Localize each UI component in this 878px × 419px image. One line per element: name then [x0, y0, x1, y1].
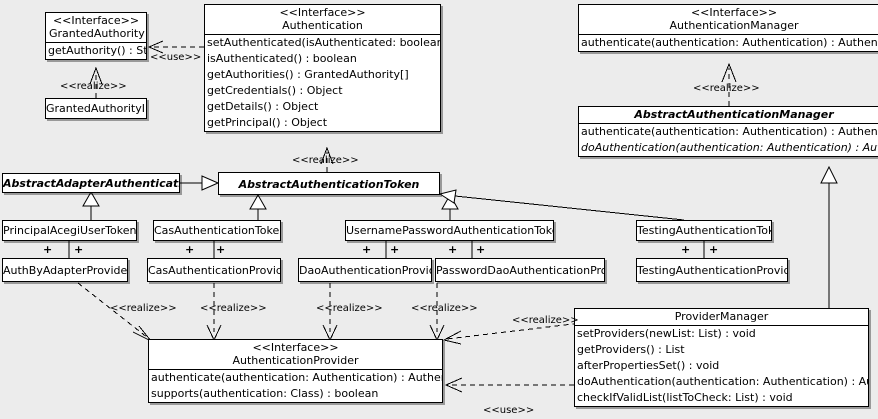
class-header: ProviderManager [575, 309, 868, 325]
edge-label-realize-passworddaoauthenticationprovider: <<realize>> [411, 303, 478, 314]
edge-label-use-authentication-grantedauthority: <<use>> [150, 52, 202, 63]
method-item: supports(authentication: Class) : boolea… [151, 387, 379, 400]
class-name: GrantedAuthorityImpl [46, 102, 146, 115]
class-header: <<Interface>> Authentication [205, 5, 440, 34]
association-plus-marker: + [681, 243, 691, 256]
class-name: CasAuthenticationProvider [148, 264, 281, 277]
edge-label-realize-grantedauthorityimpl: <<realize>> [60, 81, 127, 92]
association-plus-marker: + [74, 243, 84, 256]
method-item: authenticate(authentication: Authenticat… [581, 125, 878, 138]
association-plus-marker: + [709, 243, 719, 256]
method-item: authenticate(authentication: Authenticat… [581, 36, 878, 49]
class-name: AbstractAdapterAuthenticationToken [3, 177, 179, 190]
class-header: <<Interface>> AuthenticationManager [579, 5, 878, 34]
method-item: getDetails() : Object [207, 100, 319, 113]
class-cas-authentication-token[interactable]: CasAuthenticationToken [153, 220, 281, 241]
class-principal-acegi-user-token[interactable]: PrincipalAcegiUserToken [2, 220, 137, 241]
class-name: AuthenticationProvider [232, 354, 359, 367]
class-abstract-authentication-manager[interactable]: AbstractAuthenticationManager authentica… [578, 106, 878, 157]
stereotype-label: <<Interface>> [279, 6, 366, 19]
class-name: AbstractAuthenticationManager [634, 108, 834, 121]
class-name: PrincipalAcegiUserToken [3, 224, 137, 237]
class-testing-authentication-token[interactable]: TestingAuthenticationToken [636, 220, 772, 241]
edge-label-realize-abstractauthenticationmanager: <<realize>> [693, 83, 760, 94]
association-plus-marker: + [43, 243, 53, 256]
methods-compartment: setAuthenticated(isAuthenticated: boolea… [205, 34, 440, 131]
association-plus-marker: + [216, 243, 226, 256]
class-provider-manager[interactable]: ProviderManager setProviders(newList: Li… [574, 308, 869, 407]
class-name: TestingAuthenticationProvider [637, 264, 788, 277]
association-plus-marker: + [390, 243, 400, 256]
method-item: authenticate(authentication: Authenticat… [151, 371, 442, 384]
method-item: afterPropertiesSet() : void [577, 359, 720, 372]
class-username-password-authentication-token[interactable]: UsernamePasswordAuthenticationToken [345, 220, 554, 241]
class-cas-authentication-provider[interactable]: CasAuthenticationProvider [147, 258, 281, 282]
class-header: <<Interface>> GrantedAuthority [46, 13, 146, 42]
method-item: setAuthenticated(isAuthenticated: boolea… [207, 36, 440, 49]
class-name: AuthenticationManager [669, 19, 799, 32]
class-authentication[interactable]: <<Interface>> Authentication setAuthenti… [204, 4, 441, 132]
association-plus-marker: + [362, 243, 372, 256]
class-name: PasswordDaoAuthenticationProvider [436, 264, 604, 277]
methods-compartment: setProviders(newList: List) : void getPr… [575, 325, 868, 406]
class-name: AbstractAuthenticationToken [238, 178, 420, 191]
class-name: UsernamePasswordAuthenticationToken [346, 224, 554, 237]
class-testing-authentication-provider[interactable]: TestingAuthenticationProvider [636, 258, 788, 282]
class-authentication-provider[interactable]: <<Interface>> AuthenticationProvider aut… [148, 339, 443, 403]
edge-label-realize-daoauthenticationprovider: <<realize>> [316, 303, 383, 314]
method-item: doAuthentication(authentication: Authent… [581, 141, 878, 154]
method-item: getAuthority() : String [48, 44, 146, 57]
method-item: doAuthentication(authentication: Authent… [577, 375, 868, 388]
methods-compartment: authenticate(authentication: Authenticat… [149, 369, 442, 402]
class-header: <<Interface>> AuthenticationProvider [149, 340, 442, 369]
stereotype-label: <<Interface>> [690, 6, 778, 19]
edge-label-realize-authbyadapterprovider: <<realize>> [110, 303, 177, 314]
class-dao-authentication-provider[interactable]: DaoAuthenticationProvider [298, 258, 432, 282]
method-item: checkIfValidList(listToCheck: List) : vo… [577, 391, 793, 404]
method-item: getPrincipal() : Object [207, 116, 328, 129]
class-name: Authentication [282, 19, 363, 32]
class-abstract-authentication-token[interactable]: AbstractAuthenticationToken [218, 172, 440, 195]
class-name: TestingAuthenticationToken [637, 224, 771, 237]
method-item: getProviders() : List [577, 343, 685, 356]
association-plus-marker: + [476, 243, 486, 256]
class-name: GrantedAuthority [49, 27, 145, 40]
association-plus-marker: + [448, 243, 458, 256]
class-name: AuthByAdapterProvider [3, 264, 128, 277]
class-password-dao-authentication-provider[interactable]: PasswordDaoAuthenticationProvider [435, 258, 605, 282]
class-abstract-adapter-authentication-token[interactable]: AbstractAdapterAuthenticationToken [2, 173, 180, 193]
edge-label-realize-testingauthenticationprovider: <<realize>> [512, 315, 579, 326]
class-name: CasAuthenticationToken [154, 224, 281, 237]
stereotype-label: <<Interface>> [252, 341, 339, 354]
method-item: isAuthenticated() : boolean [207, 52, 357, 65]
association-plus-marker: + [185, 243, 195, 256]
methods-compartment: authenticate(authentication: Authenticat… [579, 34, 878, 51]
edge-label-realize-abstractauthenticationtoken: <<realize>> [292, 155, 359, 166]
method-item: getCredentials() : Object [207, 84, 343, 97]
stereotype-label: <<Interface>> [52, 14, 140, 27]
methods-compartment: getAuthority() : String [46, 42, 146, 59]
class-authentication-manager[interactable]: <<Interface>> AuthenticationManager auth… [578, 4, 878, 52]
class-name: ProviderManager [674, 310, 769, 323]
methods-compartment: authenticate(authentication: Authenticat… [579, 123, 878, 156]
class-header: AbstractAuthenticationManager [579, 107, 878, 123]
class-auth-by-adapter-provider[interactable]: AuthByAdapterProvider [2, 258, 128, 282]
class-granted-authority-impl[interactable]: GrantedAuthorityImpl [45, 98, 147, 119]
edge-label-realize-casauthenticationprovider: <<realize>> [200, 303, 267, 314]
method-item: getAuthorities() : GrantedAuthority[] [207, 68, 409, 81]
edge-label-use-providermanager: <<use>> [483, 405, 535, 416]
method-item: setProviders(newList: List) : void [577, 327, 756, 340]
class-granted-authority[interactable]: <<Interface>> GrantedAuthority getAuthor… [45, 12, 147, 60]
class-name: DaoAuthenticationProvider [299, 264, 431, 277]
